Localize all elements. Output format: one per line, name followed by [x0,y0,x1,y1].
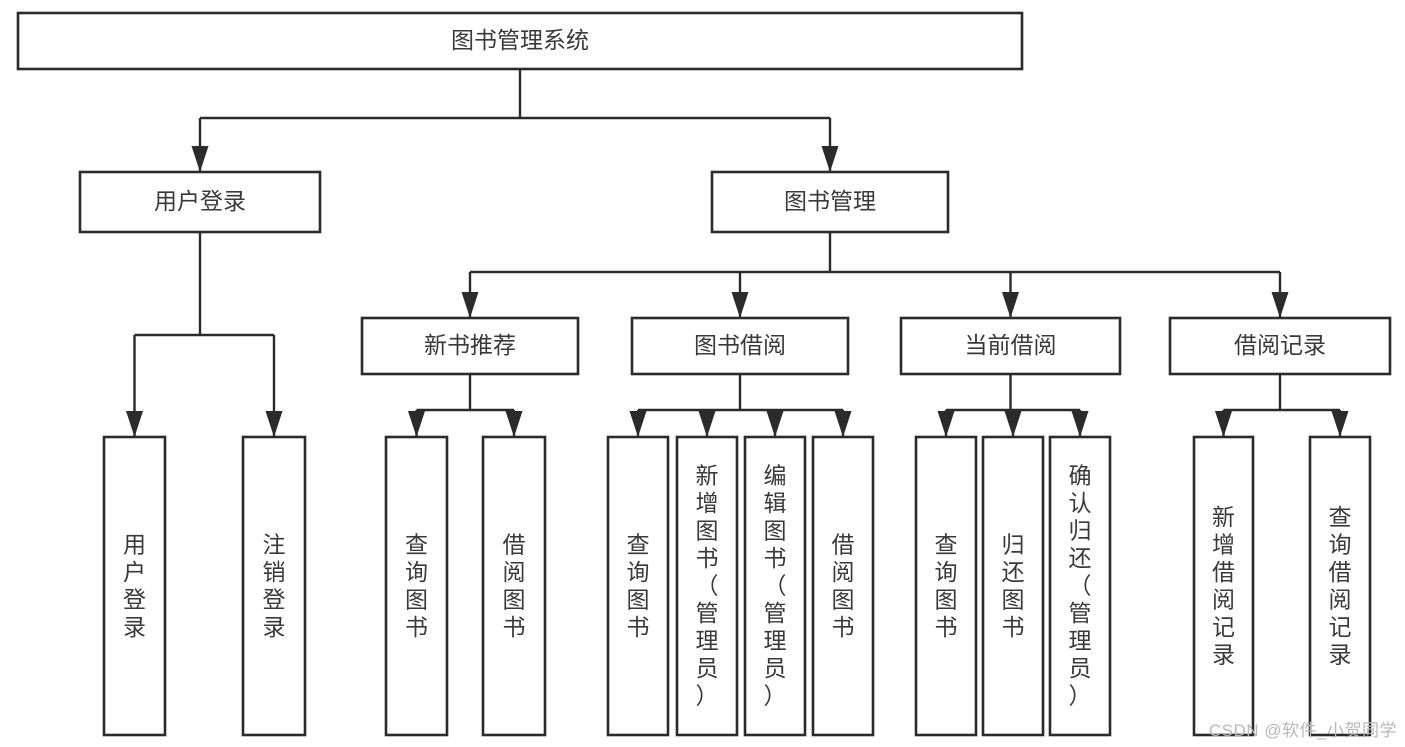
node-box[interactable] [241,435,307,737]
node-label: 新增图书（管理员） [696,463,719,709]
node-box[interactable] [1192,435,1255,737]
arrow-head-icon [698,411,716,437]
node-box[interactable] [914,435,978,737]
node-label: 图书管理 [784,188,876,214]
node-label: 查询图书 [627,531,650,640]
submodule-node-new-book-recommend[interactable]: 新书推荐 [360,316,580,376]
node-box[interactable] [606,435,670,737]
nodes-layer: 图书管理系统用户登录图书管理新书推荐图书借阅当前借阅借阅记录用户登录注销登录查询… [16,11,1392,737]
leaf-node-leaf-borrow-book[interactable]: 借阅图书 [811,435,875,737]
arrow-head-icon [1071,411,1089,437]
connectors-layer [126,69,1349,437]
node-label: 查询图书 [405,531,428,640]
node-label: 查询借阅记录 [1329,504,1352,668]
node-label: 注销登录 [263,531,286,640]
node-box[interactable] [710,170,950,234]
arrow-head-icon [629,411,647,437]
node-box[interactable] [1308,435,1372,737]
arrow-head-icon [834,411,852,437]
node-label: 新书推荐 [424,332,516,358]
arrow-head-icon [265,411,283,437]
node-label: 查询图书 [935,531,958,640]
leaf-node-leaf-query-book-current[interactable]: 查询图书 [914,435,978,737]
node-label: 用户登录 [123,531,146,640]
node-box[interactable] [811,435,875,737]
leaf-node-leaf-query-book-borrow[interactable]: 查询图书 [606,435,670,737]
arrow-head-icon [408,411,425,437]
arrow-head-icon [1004,411,1022,437]
leaf-node-leaf-return-book[interactable]: 归还图书 [981,435,1045,737]
node-box[interactable] [675,435,739,737]
leaf-node-leaf-add-borrow-record[interactable]: 新增借阅记录 [1192,435,1255,737]
node-box[interactable] [78,170,322,234]
node-label: 新增借阅记录 [1212,504,1235,668]
node-label: 当前借阅 [965,332,1057,358]
submodule-node-current-borrow[interactable]: 当前借阅 [899,316,1122,376]
node-box[interactable] [102,435,167,737]
node-label: 借阅图书 [503,531,526,640]
node-box[interactable] [1168,316,1392,376]
root-node[interactable]: 图书管理系统 [16,11,1024,71]
node-label: 确认归还（管理员） [1069,463,1092,709]
node-label: 借阅记录 [1234,332,1326,358]
node-box[interactable] [981,435,1045,737]
node-label: 图书借阅 [694,332,786,358]
arrow-head-icon [937,411,955,437]
arrow-head-icon [766,411,784,437]
leaf-node-leaf-user-login[interactable]: 用户登录 [102,435,167,737]
leaf-node-leaf-edit-book[interactable]: 编辑图书（管理员） [743,435,807,737]
module-node-user-login[interactable]: 用户登录 [78,170,322,234]
arrow-head-icon [1331,411,1349,437]
arrow-head-icon [505,411,523,437]
arrow-head-icon [126,411,143,437]
submodule-node-borrow-record[interactable]: 借阅记录 [1168,316,1392,376]
arrow-head-icon [821,146,839,172]
node-box[interactable] [481,435,547,737]
arrow-head-icon [461,292,479,318]
node-label: 借阅图书 [832,531,855,640]
arrow-head-icon [1215,411,1232,437]
node-box[interactable] [360,316,580,376]
submodule-node-book-borrow[interactable]: 图书借阅 [630,316,850,376]
arrow-head-icon [731,292,749,318]
node-label: 编辑图书（管理员） [764,463,787,709]
leaf-node-leaf-query-borrow-record[interactable]: 查询借阅记录 [1308,435,1372,737]
arrow-head-icon [1271,292,1289,318]
leaf-node-leaf-borrow-book-new[interactable]: 借阅图书 [481,435,547,737]
leaf-node-leaf-logout-login[interactable]: 注销登录 [241,435,307,737]
leaf-node-leaf-query-book-new[interactable]: 查询图书 [384,435,449,737]
arrow-head-icon [191,146,209,172]
node-box[interactable] [1048,435,1112,737]
node-label: 图书管理系统 [451,27,589,53]
node-label: 归还图书 [1002,531,1025,640]
node-box[interactable] [16,11,1024,71]
arrow-head-icon [1002,292,1019,318]
node-box[interactable] [899,316,1122,376]
node-box[interactable] [384,435,449,737]
node-box[interactable] [743,435,807,737]
node-label: 用户登录 [154,188,246,214]
leaf-node-leaf-confirm-return[interactable]: 确认归还（管理员） [1048,435,1112,737]
leaf-node-leaf-add-book[interactable]: 新增图书（管理员） [675,435,739,737]
node-box[interactable] [630,316,850,376]
module-node-book-manage[interactable]: 图书管理 [710,170,950,234]
